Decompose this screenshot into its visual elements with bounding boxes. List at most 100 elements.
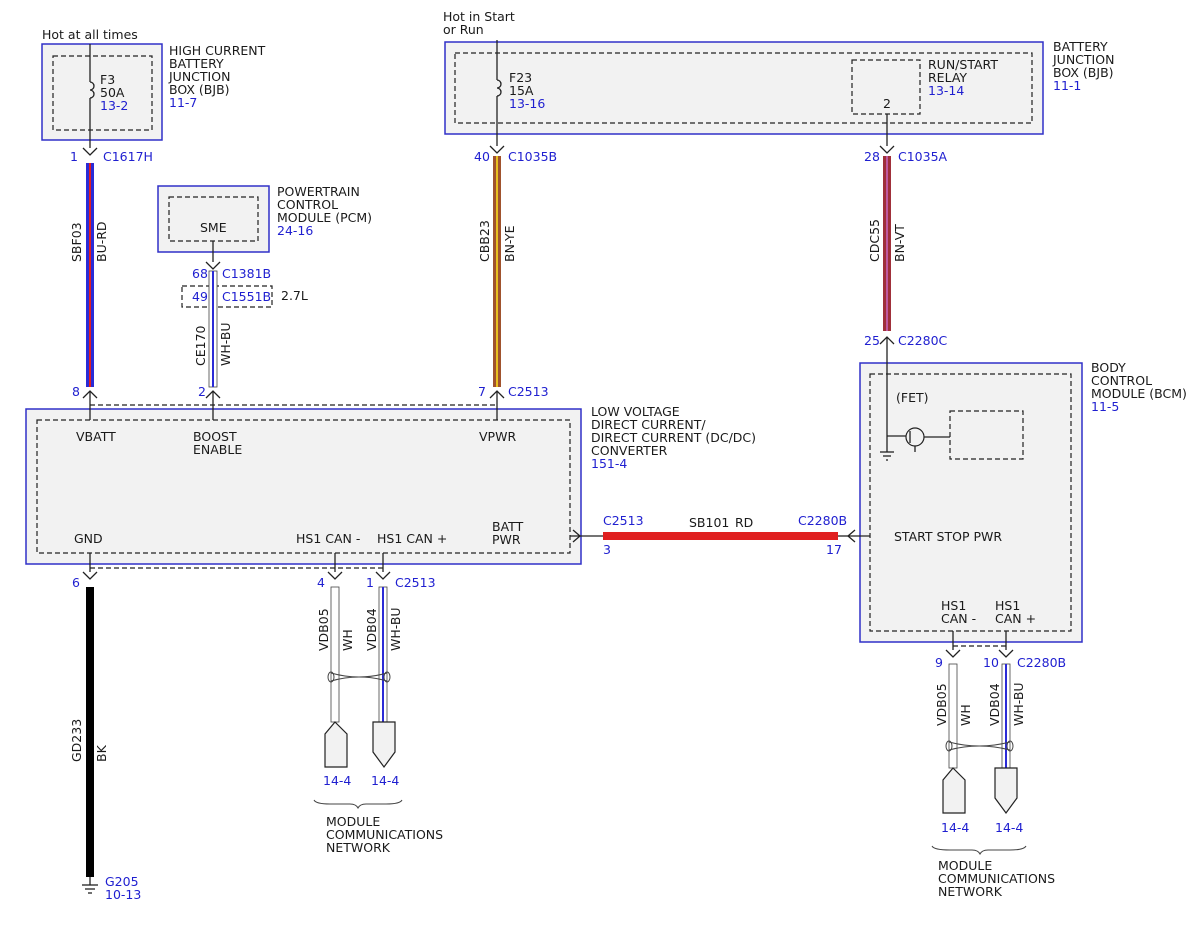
wire-ce170-blue-stripe <box>212 271 214 387</box>
c2280c-pin: 25 <box>864 333 880 348</box>
wire-sbf03-color: BU-RD <box>94 221 109 262</box>
f23-name: F23 <box>509 70 532 85</box>
left-twisted-pair-symbol <box>330 672 388 682</box>
wire-cbb23-color: BN-YE <box>502 225 517 262</box>
wire-vdb05-left-white <box>330 586 340 723</box>
hcbjb-inner-box <box>52 55 153 131</box>
bcm-can-minus-line2: CAN - <box>941 611 976 626</box>
bcm-ref: 11-5 <box>1091 399 1119 414</box>
c2280b-can-plus-name: C2280B <box>1017 655 1066 670</box>
right-network-arrow-2 <box>994 767 1018 815</box>
wire-cbb23-yellow-stripe <box>496 156 498 387</box>
hcbjb-box <box>41 43 163 141</box>
wire-ce170-color: WH-BU <box>218 322 233 366</box>
relay-title-line1: RUN/START <box>928 57 998 72</box>
dcdc-pin-vbatt: VBATT <box>76 429 116 444</box>
relay-title-line2: RELAY <box>928 70 967 85</box>
dcdc-pin-batt-line1: BATT <box>492 519 524 534</box>
bjb-title-line3: BOX (BJB) <box>1053 65 1114 80</box>
f3-rating: 50A <box>100 85 125 100</box>
wire-vdb05-right-circuit: VDB05 <box>934 683 949 726</box>
pcm-ref: 24-16 <box>277 223 313 238</box>
wire-ce170-circuit: CE170 <box>193 325 208 366</box>
right-network-ref-2: 14-4 <box>995 820 1023 835</box>
wire-cdc55-color: BN-VT <box>892 224 907 262</box>
c1551b-name: C1551B <box>222 289 271 304</box>
fet-control-box <box>949 410 1024 460</box>
left-network-label-line1: MODULE <box>326 814 380 829</box>
f3-name: F3 <box>100 72 115 87</box>
c2513-vbatt-pin: 8 <box>72 384 80 399</box>
wire-vdb04-right-color: WH-BU <box>1011 682 1026 726</box>
c2513-can-plus-pin: 1 <box>366 575 374 590</box>
c2513-batt-name: C2513 <box>603 513 644 528</box>
dcdc-pin-boost-line2: ENABLE <box>193 442 242 457</box>
wire-cbb23-circuit: CBB23 <box>477 220 492 262</box>
left-twist-end-l <box>327 671 335 683</box>
c2280b-can-plus-connector-symbol <box>998 649 1014 658</box>
dcdc-box <box>25 408 582 565</box>
dcdc-pin-can-minus: HS1 CAN - <box>296 531 360 546</box>
right-network-label-line3: NETWORK <box>938 884 1003 899</box>
c2280b-can-minus-pin: 9 <box>935 655 943 670</box>
run-start-relay-box <box>851 59 921 115</box>
wire-ce170: CE170 WH-BU <box>193 270 233 388</box>
relay-pin: 2 <box>883 96 891 111</box>
wire-vdb05-right-color: WH <box>958 704 973 726</box>
c1617h-connector-symbol <box>82 147 98 156</box>
left-network-arrow-1 <box>324 721 348 768</box>
bcm-title-line2: CONTROL <box>1091 373 1152 388</box>
ground-g205-name: G205 <box>105 874 139 889</box>
c1035a-pin: 28 <box>864 149 880 164</box>
dcdc-pin-gnd: GND <box>74 531 103 546</box>
c2513-gnd-connector-symbol <box>82 571 98 580</box>
wire-vdb05-left-circuit: VDB05 <box>316 608 331 651</box>
left-network-label-line3: NETWORK <box>326 840 391 855</box>
bcm-can-plus-line1: HS1 <box>995 598 1020 613</box>
dcdc-title-line3: DIRECT CURRENT (DC/DC) <box>591 430 756 445</box>
pcm-title-line1: POWERTRAIN <box>277 184 360 199</box>
wire-vdb05-left-color: WH <box>340 629 355 651</box>
c1551b-pin: 49 <box>192 289 208 304</box>
dcdc-pin-vpwr: VPWR <box>479 429 516 444</box>
c1381b-pin: 68 <box>192 266 208 281</box>
c1035a-name: C1035A <box>898 149 948 164</box>
c2513-can-minus-connector-symbol <box>327 571 343 580</box>
dcdc-title-line4: CONVERTER <box>591 443 668 458</box>
c2513-boost-pin: 2 <box>198 384 206 399</box>
right-twist-end-r <box>1006 740 1014 752</box>
dcdc-inner-box <box>36 419 571 554</box>
left-can-network: VDB05 WH VDB04 WH-BU 14-4 14-4 MODULE CO… <box>313 586 443 855</box>
hcbjb-title-line1: HIGH CURRENT <box>169 43 266 58</box>
wire-vdb04-left-blue-stripe <box>382 587 384 722</box>
bcm-box <box>859 362 1083 643</box>
bcm-fet-label: (FET) <box>896 390 928 405</box>
f3-fuse-symbol <box>89 81 95 99</box>
wire-vdb05-right-white <box>948 663 958 769</box>
c2280b-ss-name: C2280B <box>798 513 847 528</box>
left-network-ref-2: 14-4 <box>371 773 399 788</box>
hcbjb-title-line4: BOX (BJB) <box>169 82 230 97</box>
wire-gd233-circuit: GD233 <box>69 719 84 762</box>
bjb-ref: 11-1 <box>1053 78 1081 93</box>
bjb-box <box>444 41 1044 135</box>
dcdc-title-line1: LOW VOLTAGE <box>591 404 680 419</box>
hot-in-start-label-line2: or Run <box>443 22 484 37</box>
c2513-can-plus-connector-symbol <box>375 571 391 580</box>
c1381b-connector-symbol <box>205 261 221 270</box>
wire-sbf03: SBF03 BU-RD <box>69 163 109 387</box>
c2513-can-minus-pin: 4 <box>317 575 325 590</box>
bjb-inner-box <box>454 52 1033 124</box>
wire-sb101-red <box>603 532 838 540</box>
left-network-label-line2: COMMUNICATIONS <box>326 827 443 842</box>
wire-sb101: SB101 RD <box>580 515 848 540</box>
c2280b-can-plus-pin: 10 <box>983 655 999 670</box>
dcdc-pin-can-plus: HS1 CAN + <box>377 531 447 546</box>
right-twist-end-l <box>945 740 953 752</box>
f23-rating: 15A <box>509 83 534 98</box>
hot-in-start-label-line1: Hot in Start <box>443 9 515 24</box>
relay-ref: 13-14 <box>928 83 964 98</box>
pcm-title-line3: MODULE (PCM) <box>277 210 372 225</box>
c1551b-option-box <box>181 285 273 308</box>
dcdc-ref: 151-4 <box>591 456 627 471</box>
